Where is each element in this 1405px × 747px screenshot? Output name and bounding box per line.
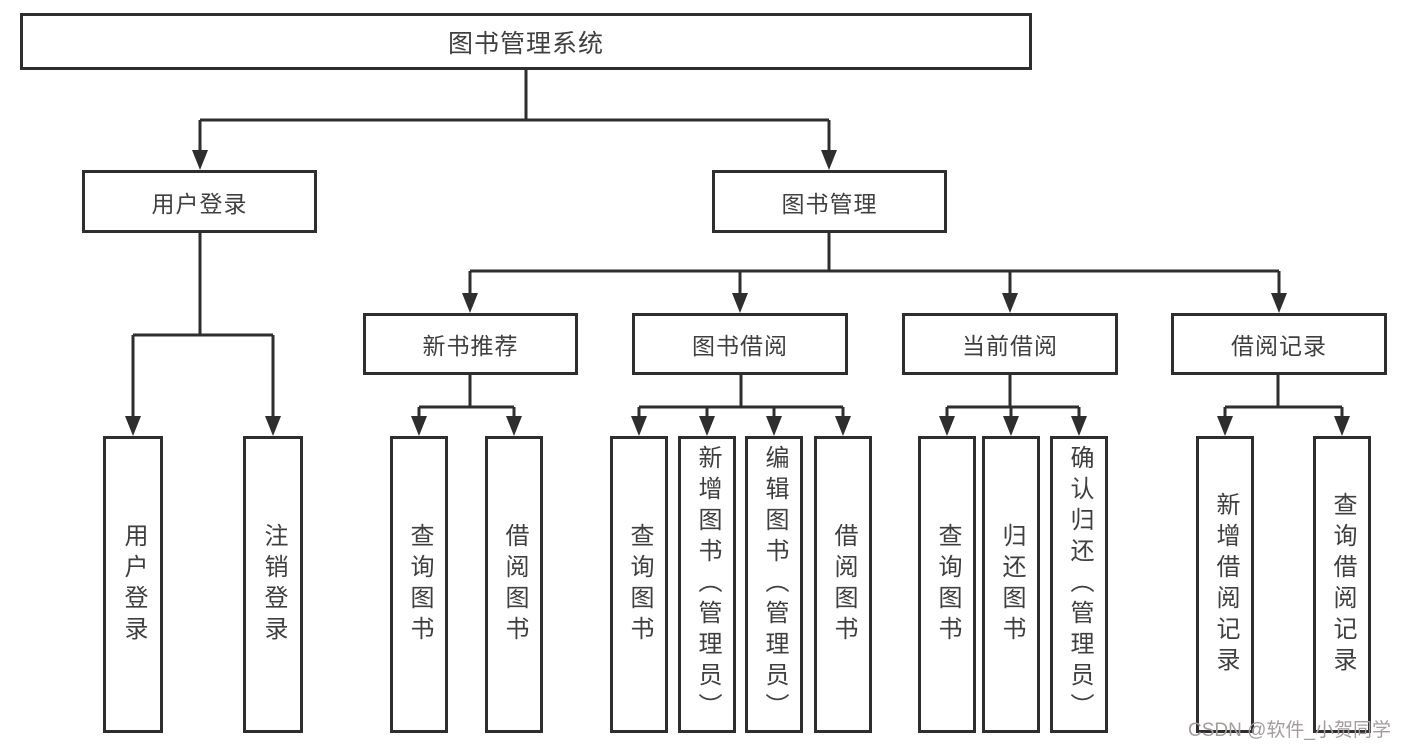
leaf-borrow-books-1: 借阅图书 (485, 436, 543, 733)
leaf-edit-books-admin: 编辑图书（管理员） (745, 436, 803, 733)
node-library-management-system: 图书管理系统 (20, 13, 1032, 70)
node-book-management-branch: 图书管理 (712, 170, 947, 233)
leaf-query-books-3: 查询图书 (918, 436, 976, 733)
leaf-add-books-admin: 新增图书（管理员） (678, 436, 736, 733)
leaf-logout: 注销登录 (243, 436, 303, 733)
leaf-query-borrow-record: 查询借阅记录 (1313, 436, 1371, 733)
node-borrowing-records: 借阅记录 (1171, 313, 1387, 375)
leaf-return-books: 归还图书 (982, 436, 1040, 733)
csdn-watermark: CSDN @软件_小贺同学 (1188, 720, 1391, 741)
leaf-borrow-books-2: 借阅图书 (814, 436, 872, 733)
node-book-borrowing: 图书借阅 (632, 313, 848, 375)
arrowheads (125, 150, 1350, 436)
node-user-login-branch: 用户登录 (82, 170, 317, 233)
leaf-user-login: 用户登录 (103, 436, 163, 733)
leaf-query-books-1: 查询图书 (390, 436, 448, 733)
leaf-query-books-2: 查询图书 (610, 436, 668, 733)
leaf-add-borrow-record: 新增借阅记录 (1196, 436, 1254, 733)
node-new-book-recommendation: 新书推荐 (363, 313, 578, 375)
node-current-borrowing: 当前借阅 (902, 313, 1118, 375)
leaf-confirm-return-admin: 确认归还（管理员） (1050, 436, 1108, 733)
